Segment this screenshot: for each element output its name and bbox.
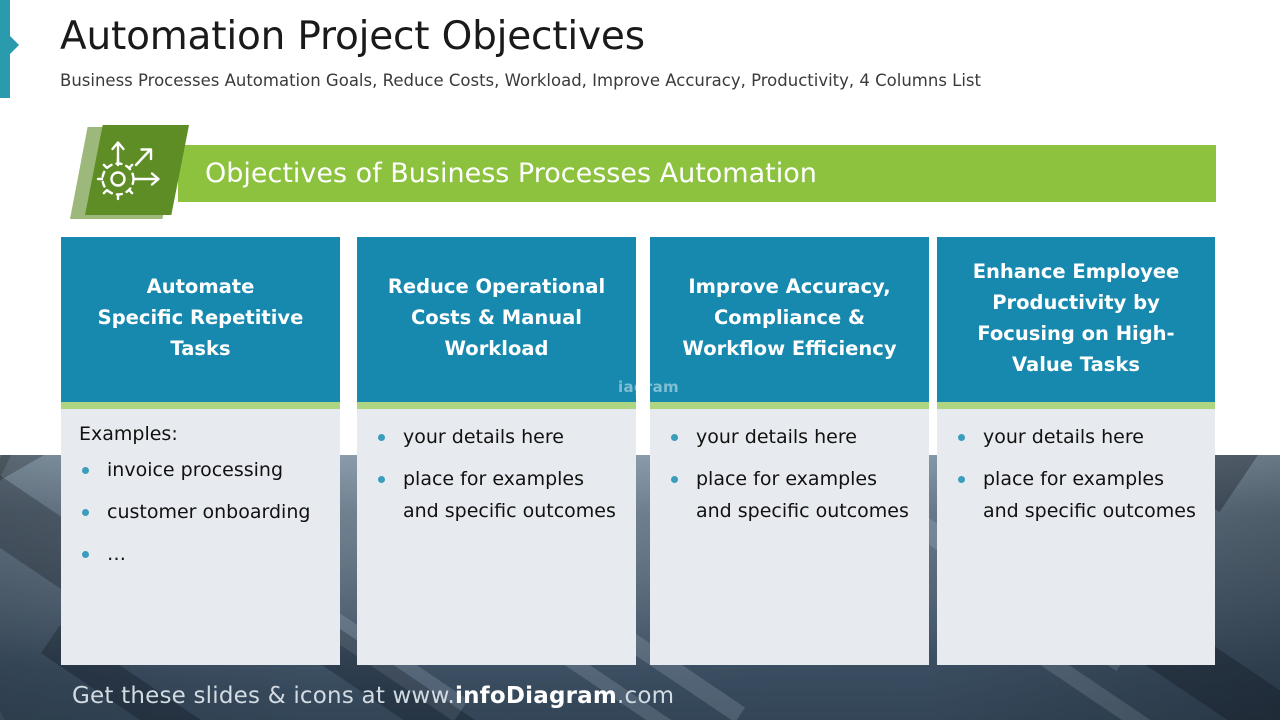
card-2-title-line-3: Workload xyxy=(444,337,549,360)
footer-brand: infoDiagram xyxy=(454,683,618,709)
list-item: … xyxy=(77,538,326,570)
card-1-lead: Examples: xyxy=(79,423,178,445)
card-1-header: Automate Specific Repetitive Tasks xyxy=(61,237,340,402)
footer-credit: Get these slides & icons at www.infoDiag… xyxy=(72,682,674,710)
list-item: place for examples and specific outcomes xyxy=(953,463,1201,527)
banner-icon-tile xyxy=(85,125,189,215)
card-1-divider xyxy=(61,402,340,409)
list-item: place for examples and specific outcomes xyxy=(373,463,622,527)
card-2-title-line-1: Reduce Operational xyxy=(387,275,606,298)
card-1-title: Automate Specific Repetitive Tasks xyxy=(98,271,304,364)
list-item: your details here xyxy=(666,421,915,453)
card-4-title-line-2: Productivity by xyxy=(992,290,1160,314)
left-accent-arrow-icon xyxy=(10,36,19,54)
objective-card-1[interactable]: Automate Specific Repetitive Tasks Examp… xyxy=(61,237,340,665)
card-2-header: Reduce Operational Costs & Manual Worklo… xyxy=(357,237,636,402)
banner-heading: Objectives of Business Processes Automat… xyxy=(205,158,817,189)
objective-card-2[interactable]: Reduce Operational Costs & Manual Worklo… xyxy=(357,237,636,665)
card-2-body: your details here place for examples and… xyxy=(357,409,636,665)
card-4-bullet-list: your details here place for examples and… xyxy=(953,421,1201,527)
card-4-body: your details here place for examples and… xyxy=(937,409,1215,665)
list-item: your details here xyxy=(373,421,622,453)
card-4-title-line-1: Enhance Employee xyxy=(972,259,1180,283)
card-3-title-line-3: Workflow Efficiency xyxy=(682,337,897,360)
card-3-bullet-list: your details here place for examples and… xyxy=(666,421,915,527)
objective-card-3[interactable]: Improve Accuracy, Compliance & Workflow … xyxy=(650,237,929,665)
card-3-title: Improve Accuracy, Compliance & Workflow … xyxy=(682,271,896,364)
footer-suffix: .com xyxy=(617,683,675,709)
card-3-divider xyxy=(650,402,929,409)
card-2-title: Reduce Operational Costs & Manual Worklo… xyxy=(388,271,605,364)
card-4-title-line-3: Focusing on High- xyxy=(977,321,1175,345)
card-4-header: Enhance Employee Productivity by Focusin… xyxy=(937,237,1215,402)
card-3-body: your details here place for examples and… xyxy=(650,409,929,665)
banner-background xyxy=(178,145,1216,202)
card-1-title-line-3: Tasks xyxy=(170,337,231,360)
gear-with-arrows-icon xyxy=(88,133,178,207)
card-3-title-line-2: Compliance & xyxy=(714,306,865,329)
objective-card-4[interactable]: Enhance Employee Productivity by Focusin… xyxy=(937,237,1215,665)
list-item: invoice processing xyxy=(77,454,326,486)
page-subtitle: Business Processes Automation Goals, Red… xyxy=(60,71,982,90)
footer-prefix: Get these slides & icons at www. xyxy=(72,683,455,709)
page-title: Automation Project Objectives xyxy=(60,14,645,59)
list-item: place for examples and specific outcomes xyxy=(666,463,915,527)
card-3-header: Improve Accuracy, Compliance & Workflow … xyxy=(650,237,929,402)
left-accent-bar xyxy=(0,0,10,98)
card-1-body: Examples: invoice processing customer on… xyxy=(61,409,340,665)
card-4-divider xyxy=(937,402,1215,409)
card-4-title-line-4: Value Tasks xyxy=(1012,352,1140,376)
card-2-divider xyxy=(357,402,636,409)
card-3-title-line-1: Improve Accuracy, xyxy=(688,275,891,298)
card-2-title-line-2: Costs & Manual xyxy=(410,306,582,329)
section-banner: Objectives of Business Processes Automat… xyxy=(70,125,1216,221)
card-1-title-line-1: Automate xyxy=(146,275,255,298)
list-item: your details here xyxy=(953,421,1201,453)
card-1-bullet-list: invoice processing customer onboarding … xyxy=(77,454,326,570)
card-4-title: Enhance Employee Productivity by Focusin… xyxy=(973,256,1180,380)
card-1-title-line-2: Specific Repetitive xyxy=(97,306,304,329)
card-2-bullet-list: your details here place for examples and… xyxy=(373,421,622,527)
list-item: customer onboarding xyxy=(77,496,326,528)
